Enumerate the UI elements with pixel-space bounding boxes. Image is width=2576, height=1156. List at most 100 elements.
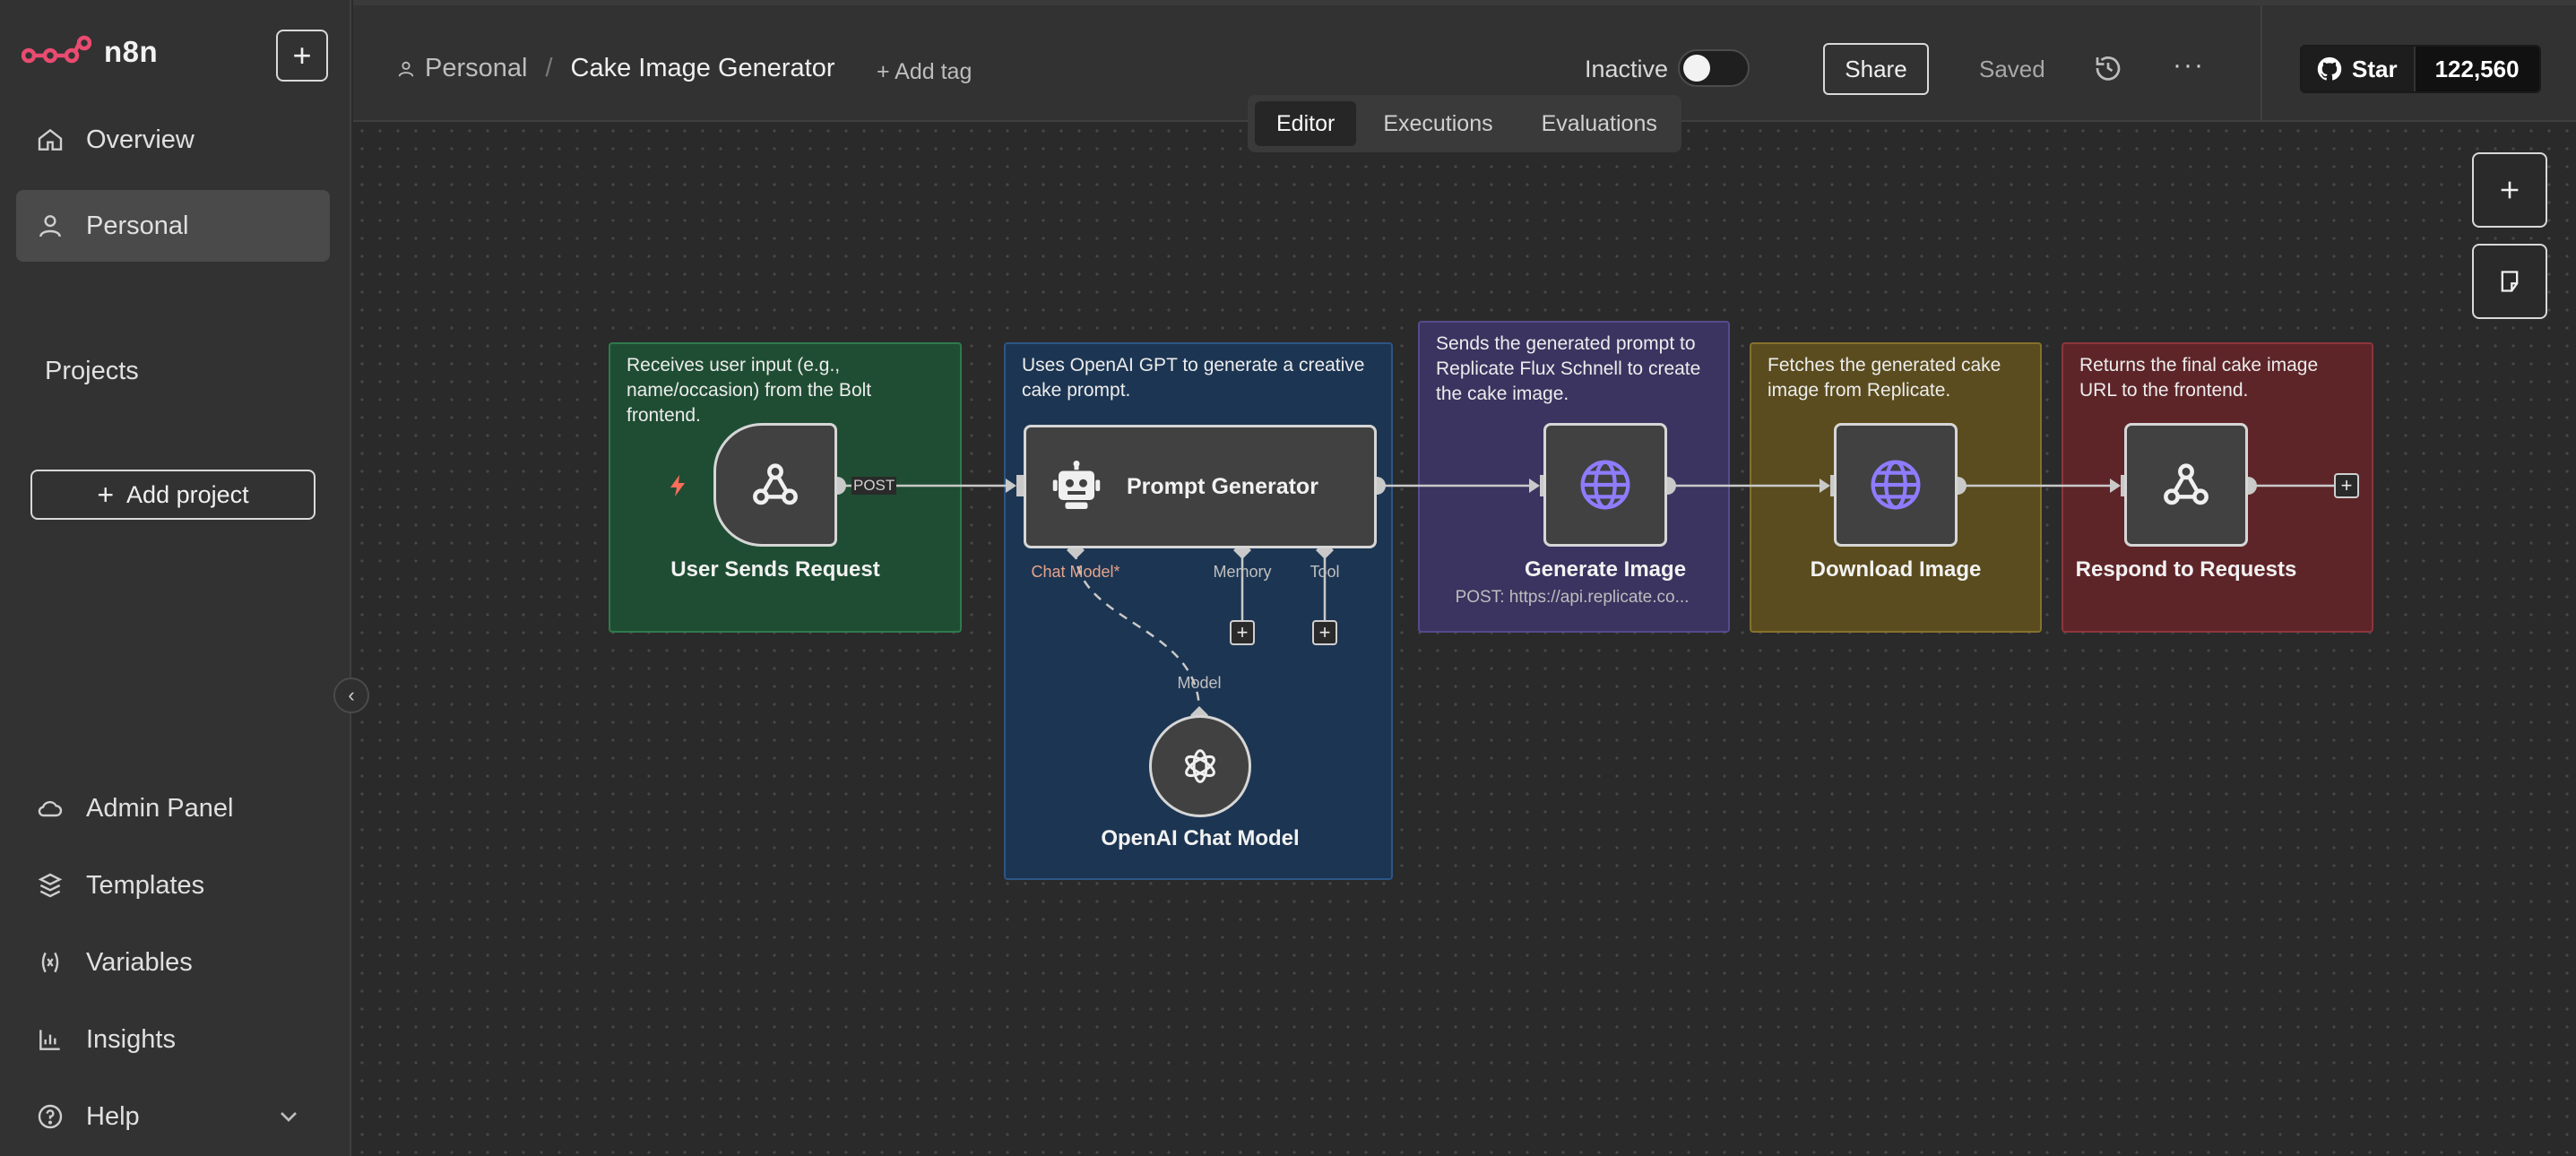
toggle-knob	[1683, 55, 1710, 82]
n8n-logo-icon	[22, 35, 91, 64]
sidebar-item-insights[interactable]: Insights	[16, 1004, 330, 1075]
home-icon	[38, 128, 63, 151]
node-subtitle: POST: https://api.replicate.co...	[1455, 588, 1690, 607]
sticky-note-text: Receives user input (e.g., name/occasion…	[627, 355, 872, 426]
help-icon	[38, 1104, 63, 1129]
plus-icon	[2501, 181, 2519, 199]
tab-editor[interactable]: Editor	[1255, 101, 1357, 146]
github-star-left: Star	[2302, 47, 2414, 91]
tab-evaluations[interactable]: Evaluations	[1541, 110, 1657, 136]
node-label: Download Image	[1810, 557, 1982, 582]
tab-executions[interactable]: Executions	[1383, 110, 1493, 136]
sidebar-item-label: Overview	[86, 125, 194, 154]
add-memory-button[interactable]: +	[1230, 620, 1255, 645]
webhook-icon	[753, 463, 798, 505]
chevron-down-icon	[281, 1112, 297, 1122]
saved-status: Saved	[1979, 56, 2045, 82]
breadcrumb: Personal / Cake Image Generator	[396, 54, 835, 83]
sidebar-item-personal[interactable]: Personal	[16, 190, 330, 262]
sticky-note-text: Uses OpenAI GPT to generate a creative c…	[1022, 355, 1365, 401]
plus-icon: +	[292, 37, 312, 73]
chart-icon	[39, 1030, 60, 1050]
breadcrumb-separator: /	[545, 54, 553, 82]
connections-layer	[828, 475, 2334, 724]
node-download-image[interactable]	[1834, 423, 1958, 547]
sidebar-item-help[interactable]: Help	[16, 1081, 330, 1152]
add-next-node-button[interactable]: +	[2334, 473, 2359, 498]
add-tool-button[interactable]: +	[1312, 620, 1337, 645]
port-label-model: Model	[1177, 674, 1222, 692]
sidebar-item-label: Insights	[86, 1024, 176, 1054]
node-label: User Sends Request	[670, 557, 880, 582]
webhook-icon	[2164, 463, 2209, 505]
logo-text: n8n	[104, 35, 159, 68]
port-label-chat-model: Chat Model*	[1031, 563, 1120, 581]
view-tabs: Editor Executions Evaluations	[1248, 95, 1681, 152]
github-star-count: 122,560	[2413, 47, 2539, 91]
add-project-button[interactable]: + Add project	[30, 470, 316, 520]
collapse-sidebar-button[interactable]: ‹	[333, 677, 369, 713]
port-label-tool: Tool	[1310, 563, 1340, 581]
sidebar-item-admin-panel[interactable]: Admin Panel	[16, 772, 330, 844]
more-options-icon[interactable]: ···	[2173, 50, 2205, 80]
sidebar-item-variables[interactable]: Variables	[16, 927, 330, 998]
box-icon	[38, 873, 63, 898]
edge-label-post: POST	[851, 477, 897, 495]
node-user-sends-request[interactable]	[713, 423, 837, 547]
plus-icon: +	[1236, 621, 1249, 643]
cloud-icon	[38, 800, 63, 817]
history-icon[interactable]	[2092, 52, 2124, 84]
sidebar-item-label: Help	[86, 1101, 140, 1131]
sidebar-item-templates[interactable]: Templates	[16, 850, 330, 921]
globe-icon	[1580, 460, 1630, 510]
workflow-name[interactable]: Cake Image Generator	[570, 54, 835, 82]
sticky-note-text: Returns the final cake image URL to the …	[2079, 355, 2319, 401]
sidebar-item-label: Admin Panel	[86, 793, 234, 823]
openai-icon	[1185, 749, 1215, 783]
node-label: Respond to Requests	[2075, 557, 2297, 582]
breadcrumb-project[interactable]: Personal	[396, 54, 527, 83]
trigger-bolt-icon	[670, 475, 685, 496]
port-label-memory: Memory	[1213, 563, 1272, 581]
sidebar-item-label: Personal	[86, 211, 189, 240]
share-button[interactable]: Share	[1823, 43, 1929, 95]
node-respond-to-requests[interactable]	[2124, 423, 2248, 547]
user-icon	[39, 215, 61, 237]
sidebar-item-overview[interactable]: Overview	[16, 104, 330, 176]
add-project-label: Add project	[126, 480, 249, 508]
activate-toggle[interactable]	[1678, 49, 1750, 87]
chevron-left-icon: ‹	[348, 684, 355, 706]
header-divider	[2260, 5, 2262, 125]
logo[interactable]: n8n	[22, 34, 158, 70]
sidebar-item-label: Variables	[86, 947, 193, 977]
add-tag-button[interactable]: + Add tag	[877, 59, 972, 84]
plus-icon: +	[1318, 621, 1331, 643]
robot-icon	[1052, 461, 1101, 509]
add-node-button[interactable]	[2472, 152, 2547, 228]
variables-icon	[41, 952, 59, 973]
workflow-status-label: Inactive	[1585, 56, 1669, 82]
github-star-button[interactable]: Star 122,560	[2300, 45, 2541, 93]
plus-icon: +	[97, 478, 115, 511]
workflow-canvas[interactable]: Receives user input (e.g., name/occasion…	[353, 122, 2576, 1156]
user-icon	[398, 61, 414, 77]
plus-icon: +	[2340, 474, 2353, 496]
sidebar-item-label: Templates	[86, 870, 205, 900]
breadcrumb-project-label: Personal	[425, 54, 528, 82]
node-label: Prompt Generator	[1127, 473, 1318, 499]
node-openai-chat-model[interactable]	[1149, 715, 1251, 817]
sticky-note-icon	[2501, 271, 2519, 292]
sticky-note-text: Sends the generated prompt to Replicate …	[1436, 333, 1701, 404]
sidebar: n8n + Overview Personal Projects + Add p…	[0, 0, 351, 1156]
node-prompt-generator[interactable]: Prompt Generator	[1024, 425, 1377, 548]
node-label: OpenAI Chat Model	[1101, 826, 1300, 850]
github-icon	[2317, 56, 2342, 81]
sticky-note-text: Fetches the generated cake image from Re…	[1768, 355, 2001, 401]
add-sticky-note-button[interactable]	[2472, 244, 2547, 319]
create-new-button[interactable]: +	[276, 30, 328, 82]
globe-icon	[1871, 460, 1921, 510]
node-generate-image[interactable]	[1543, 423, 1667, 547]
projects-section-title: Projects	[45, 357, 139, 385]
node-label: Generate Image	[1524, 557, 1687, 582]
